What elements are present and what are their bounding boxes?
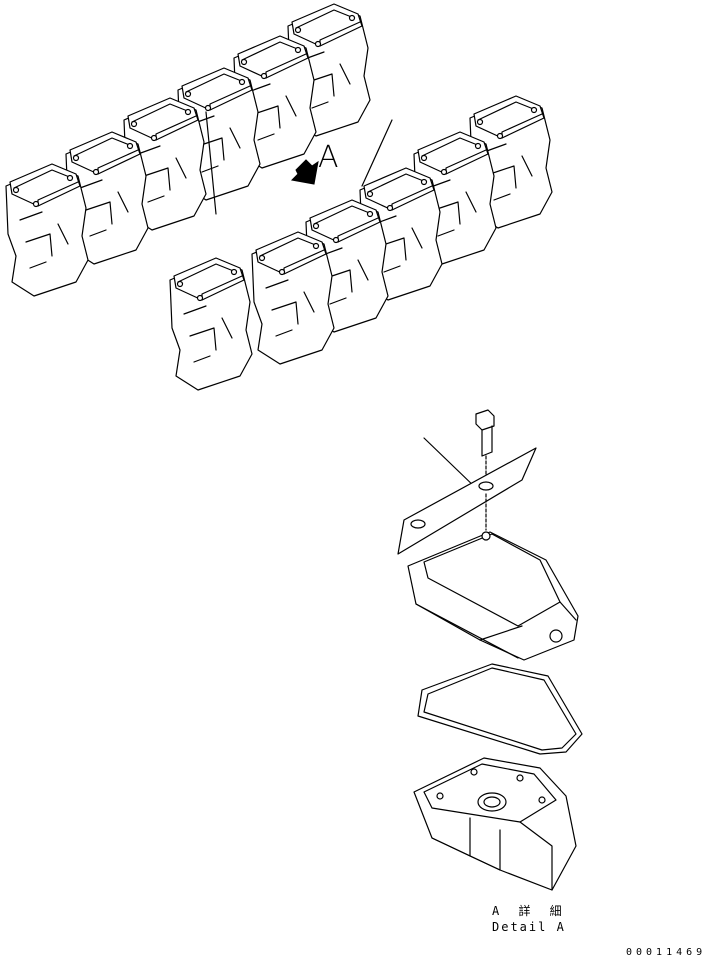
figure-number: 00011469 [626, 947, 705, 958]
gasket [417, 663, 583, 755]
detail-caption-english: Detail A [492, 920, 566, 934]
bracket-plate [397, 447, 537, 555]
view-arrow-icon [290, 159, 319, 185]
rocker-cover [407, 531, 579, 661]
leader-line-upper [205, 111, 217, 215]
detail-a-assembly [397, 409, 583, 891]
rocker-housing [413, 757, 577, 891]
view-reference-label: A [318, 140, 339, 175]
leader-line-lower [361, 119, 393, 187]
leader-line-bracket [423, 437, 479, 491]
detail-caption-japanese: A 詳 細 [492, 904, 568, 918]
bolt [475, 409, 495, 479]
